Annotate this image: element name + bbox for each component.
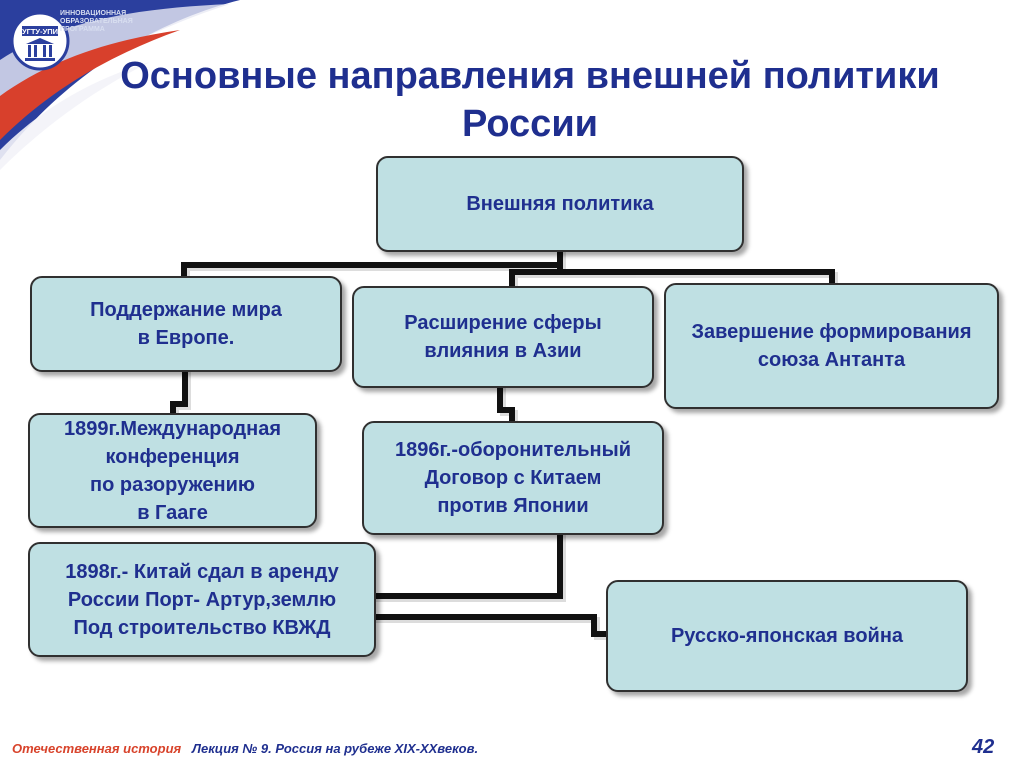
branch-peace-box: Поддержание мира в Европе.	[30, 276, 342, 372]
university-logo: УГТУ-УПИ	[10, 8, 70, 74]
branch-entente-label: Завершение формирования союза Антанта	[691, 321, 972, 371]
title-line: России	[461, 103, 599, 145]
root-box: Внешняя политика	[376, 156, 744, 252]
event-hague-label: 1899г.Международная конференция по разор…	[63, 417, 282, 524]
branch-asia-label: Расширение сферы влияния в Азии	[404, 312, 602, 362]
root-box-label: Внешняя политика	[466, 193, 654, 215]
event-treaty-label: 1896г.-оборонительный Договор с Китаем п…	[394, 439, 631, 517]
event-lease-label: 1898г.- Китай сдал в аренду России Порт-…	[65, 560, 339, 639]
footer-course: Отечественная история	[12, 741, 182, 756]
connector-treaty-lease	[372, 532, 563, 599]
connector-lease-war	[372, 614, 611, 637]
event-hague-box: 1899г.Международная конференция по разор…	[28, 413, 317, 528]
event-war-label: Русско-японская война	[670, 625, 904, 647]
event-war-box: Русско-японская война	[606, 580, 968, 692]
logo-caption: ИННОВАЦИОННАЯ ОБРАЗОВАТЕЛЬНАЯ ПРОГРАММА	[60, 10, 133, 34]
logo-caption-line: ОБРАЗОВАТЕЛЬНАЯ	[60, 18, 133, 25]
page-title: Основные направления внешней политики Ро…	[80, 52, 980, 148]
branch-asia-box: Расширение сферы влияния в Азии	[352, 286, 654, 388]
connector-asia-treaty	[497, 385, 515, 424]
connector-peace-hague	[170, 369, 188, 416]
connector-root	[181, 249, 835, 288]
footer: Отечественная история Лекция № 9. Россия…	[12, 741, 478, 756]
title-line: Основные направления внешней политики	[120, 55, 940, 97]
logo-text: УГТУ-УПИ	[22, 27, 58, 36]
event-lease-box: 1898г.- Китай сдал в аренду России Порт-…	[28, 542, 376, 657]
page-number: 42	[972, 736, 995, 758]
branch-entente-box: Завершение формирования союза Антанта	[664, 283, 999, 409]
logo-caption-line: ИННОВАЦИОННАЯ	[60, 10, 127, 17]
event-treaty-box: 1896г.-оборонительный Договор с Китаем п…	[362, 421, 664, 535]
footer-lecture: Лекция № 9. Россия на рубеже XIX-XXвеков…	[192, 741, 479, 756]
logo-caption-line: ПРОГРАММА	[60, 26, 105, 33]
branch-peace-label: Поддержание мира в Европе.	[90, 299, 282, 349]
